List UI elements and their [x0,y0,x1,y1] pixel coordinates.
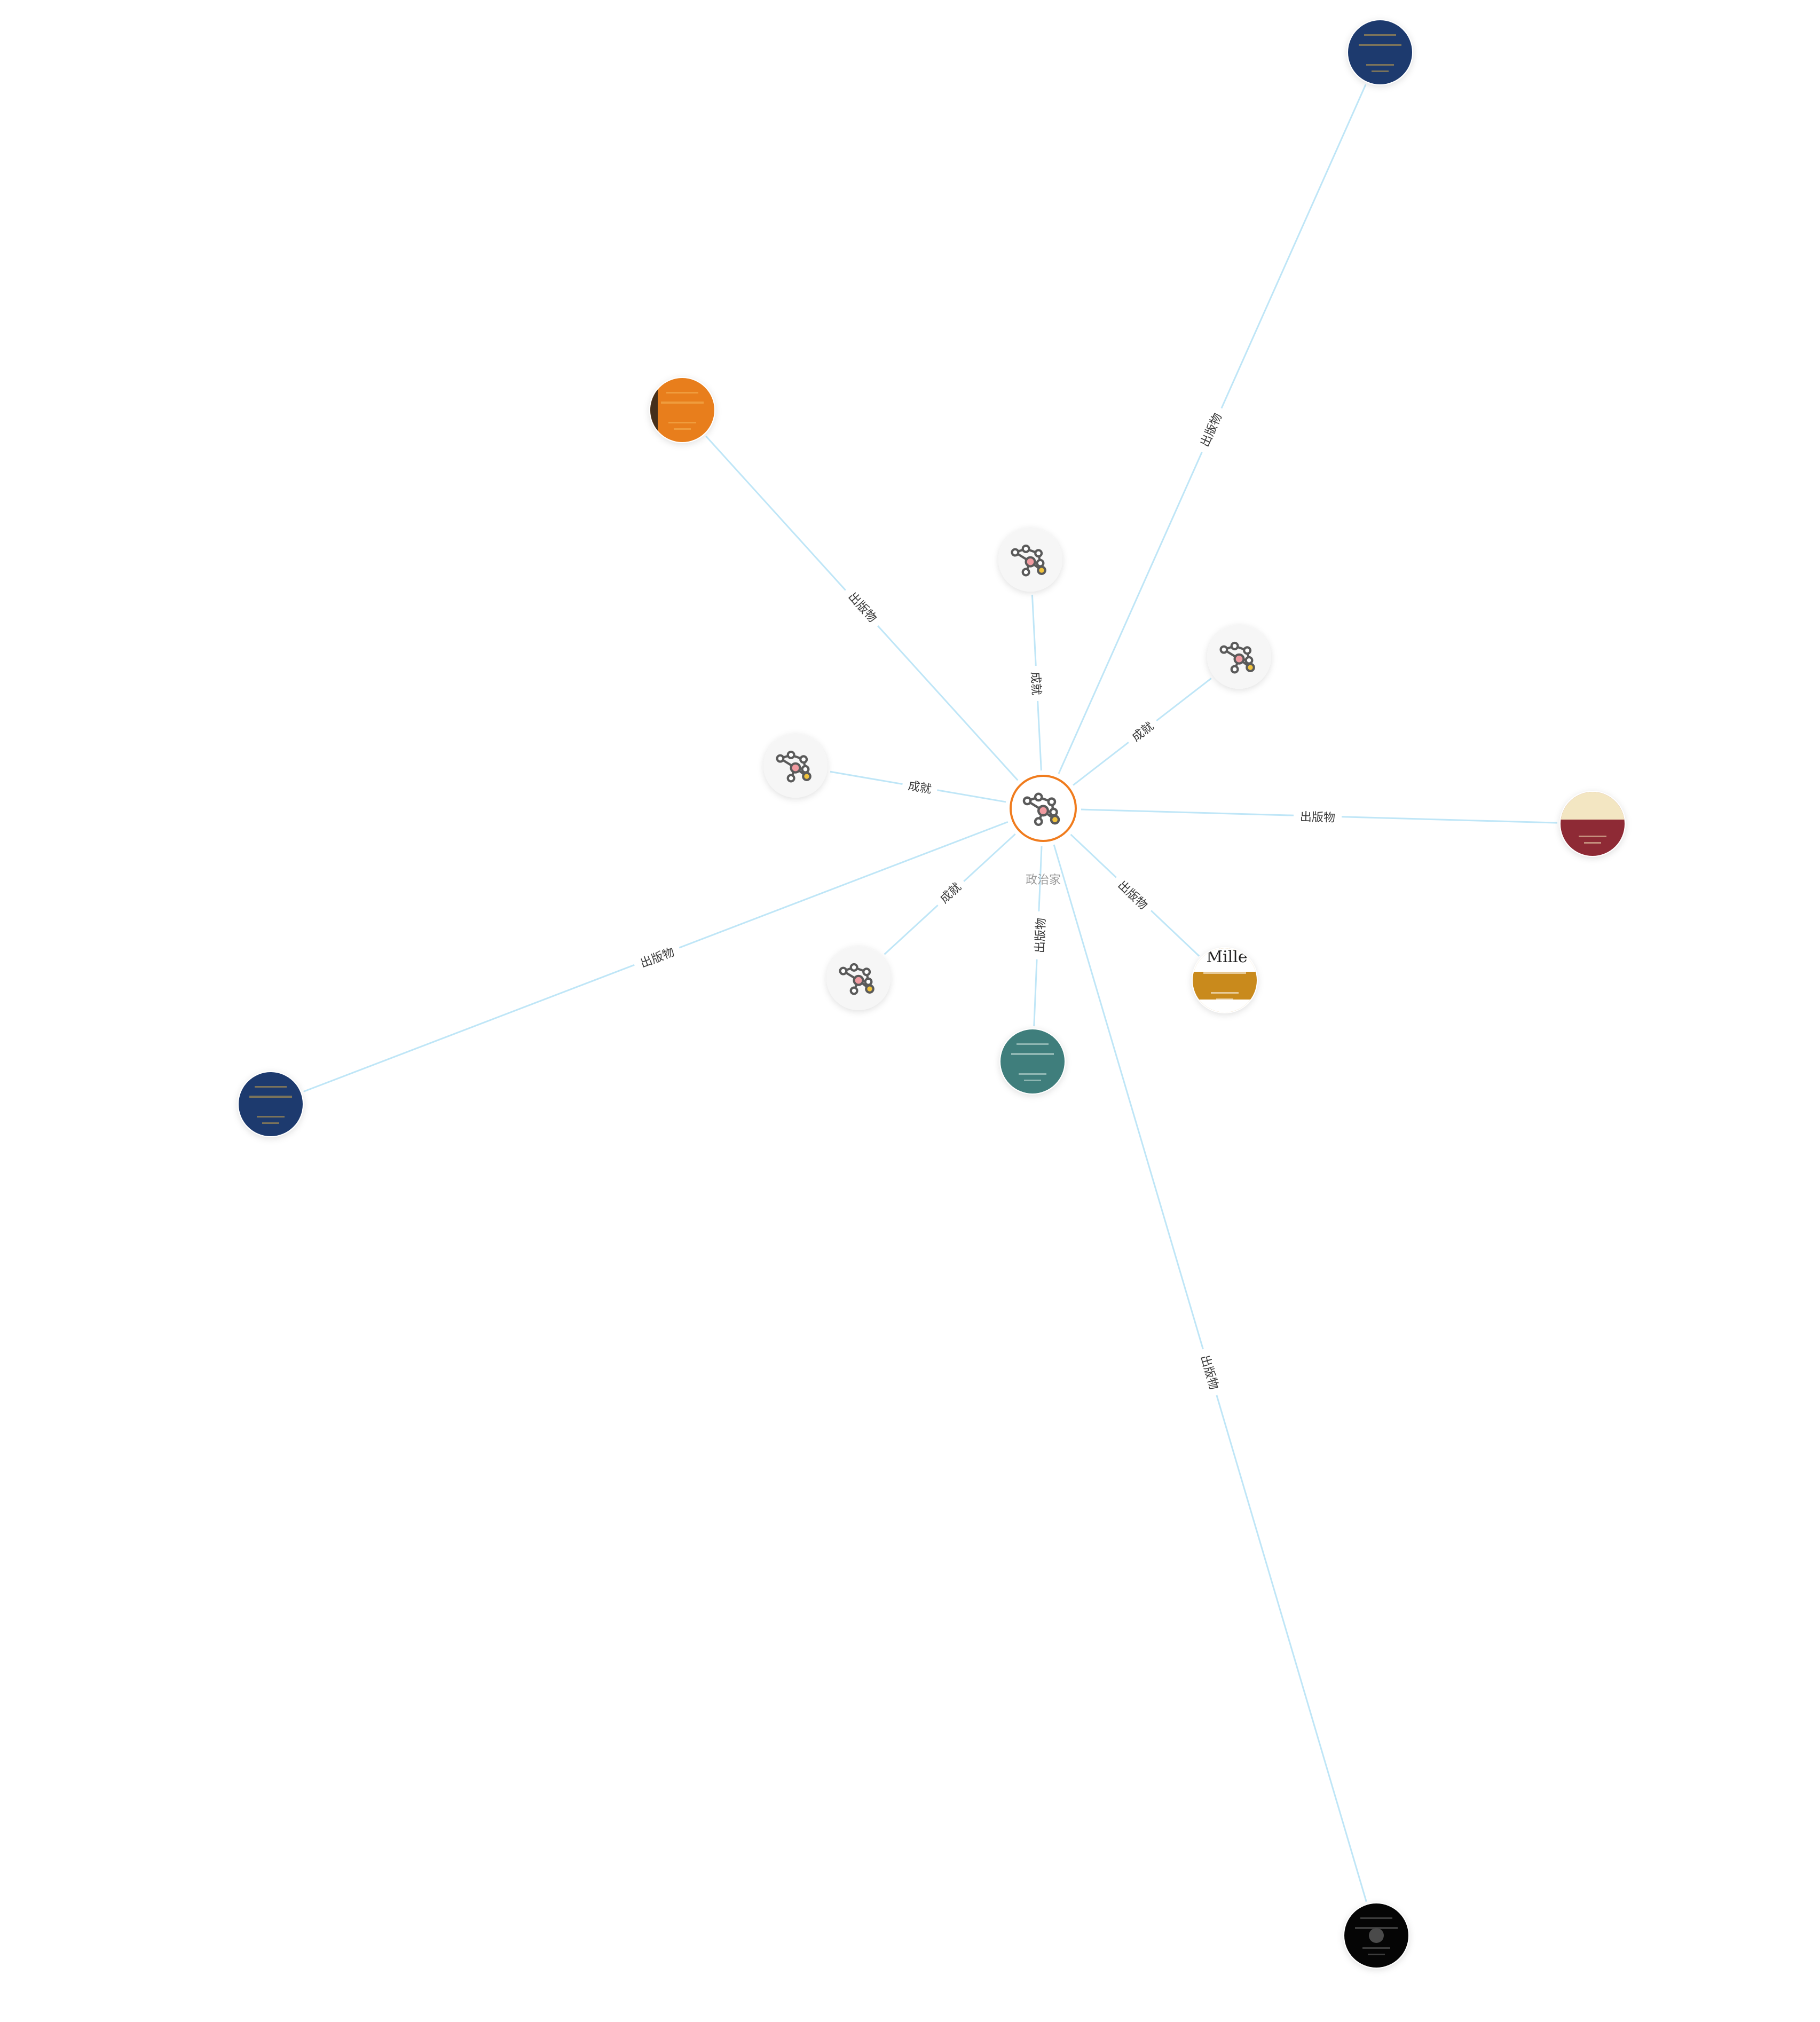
edge-label-group: 出版物 [842,586,883,628]
edge-label-group: 出版物 [1030,911,1050,960]
edge-label-group: 出版物 [1195,406,1227,453]
book-cover-detail [1024,1080,1041,1081]
node-pub-right-red[interactable] [1559,791,1626,857]
edge-label: 成就 [1028,671,1043,695]
center-node[interactable]: 政治家 [1010,775,1077,887]
nodes: Mille [238,19,1626,1969]
book-cover-fill [1348,20,1412,84]
book-cover-band [1561,792,1625,820]
book-cover-detail [1368,1954,1385,1955]
book-cover-detail [257,1116,285,1118]
book-cover-detail [1360,1917,1392,1919]
edge-label-background [934,877,967,909]
book-cover-band [1193,1000,1257,1012]
edge-label-group: 成就 [902,776,938,798]
edge-label-background [1293,807,1342,827]
book-cover-detail [255,1086,287,1088]
edge-label-group: 出版物 [1112,875,1154,915]
book-cover-detail [1017,1043,1049,1045]
node-achievement-top[interactable] [998,528,1062,592]
book-cover-fill [1000,1029,1065,1093]
edge-label-background [902,776,938,798]
book-cover-detail [1372,70,1389,72]
edge-label: 出版物 [1034,918,1049,954]
book-cover-detail [1579,836,1606,837]
node-pub-right-miller[interactable]: Mille [1192,947,1258,1013]
edge-label-background [1112,875,1154,915]
node-achievement-top-right[interactable] [1207,625,1271,689]
book-cover-detail [1364,34,1396,36]
book-cover-detail [1216,998,1233,1000]
node-pub-top-left-orange[interactable] [649,377,715,443]
node-pub-bottom-black[interactable] [1343,1902,1409,1969]
edge-label-background [1030,911,1050,960]
book-cover-image [1344,1903,1408,1968]
edge-label-group: 成就 [1027,665,1046,702]
book-cover-detail [1366,64,1394,66]
edge-label: 出版物 [1300,811,1336,825]
book-cover-image [1348,20,1412,84]
edge-label-group: 出版物 [1293,807,1342,827]
book-spine [650,378,658,442]
book-cover-detail [1011,1053,1054,1055]
edge-label-background [1027,665,1046,702]
book-cover-fill [650,378,714,442]
node-achievement-left[interactable] [763,734,828,798]
book-cover-detail [1203,972,1246,974]
edge-label-group: 成就 [1126,716,1159,747]
edge-label-group: 出版物 [1196,1348,1224,1396]
book-cover-detail [666,392,698,394]
edge-label-group: 出版物 [633,942,681,972]
book-cover-image [1000,1029,1065,1093]
book-cover-detail [1584,842,1601,844]
edge-label-background [1195,406,1227,453]
book-cover-emblem [1369,1928,1384,1943]
book-cover-detail [1359,44,1401,46]
book-cover-image [650,378,714,442]
node-pub-top-right-blue[interactable] [1347,19,1413,85]
edge-label-background [1126,716,1159,747]
book-cover-image [1561,792,1625,856]
book-cover-detail [262,1122,279,1124]
book-cover-fill [239,1072,303,1136]
edge-label-background [842,586,883,628]
node-pub-left-blue[interactable] [238,1071,304,1137]
edge-label-background [1196,1348,1224,1396]
edge-label-background [633,942,681,972]
book-cover-detail [249,1096,292,1098]
book-cover-detail [1362,1947,1390,1949]
book-cover-detail [1211,992,1239,994]
node-achievement-bottom-left[interactable] [826,946,891,1010]
book-cover-detail [674,428,691,430]
book-cover-image [239,1072,303,1136]
book-cover-detail [661,402,704,404]
book-cover-detail [668,422,696,423]
node-pub-bottom-teal[interactable] [999,1028,1066,1095]
book-cover-detail [1019,1073,1046,1075]
center-node-label: 政治家 [1026,874,1061,887]
